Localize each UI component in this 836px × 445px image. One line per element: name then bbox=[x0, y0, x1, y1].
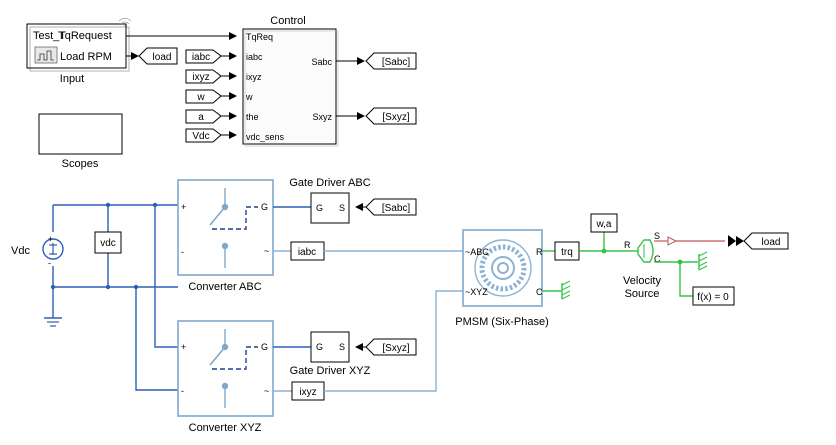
scopes-label: Scopes bbox=[62, 158, 99, 170]
control-block[interactable]: Control TqReq iabc ixyz w the vdc_sens S… bbox=[242, 15, 339, 147]
scopes-block[interactable]: Scopes bbox=[38, 113, 123, 170]
dc-bus-bottom bbox=[52, 266, 178, 288]
switch-icon bbox=[209, 188, 258, 268]
svg-text:[Sabc]: [Sabc] bbox=[382, 57, 411, 68]
solver-configuration-block[interactable]: f(x) = 0 bbox=[692, 286, 735, 306]
svg-text:iabc: iabc bbox=[298, 247, 316, 258]
from-vdc[interactable]: Vdc bbox=[185, 128, 222, 143]
svg-text:[Sabc]: [Sabc] bbox=[382, 203, 411, 214]
mechanical-reference-icon bbox=[561, 280, 571, 300]
svg-text:Vdc: Vdc bbox=[192, 131, 209, 142]
svg-text:-: - bbox=[181, 247, 184, 257]
svg-text:+: + bbox=[48, 234, 53, 244]
input-block[interactable]: Test_T TqRequest Load RPM Input bbox=[26, 23, 130, 85]
svg-text:G: G bbox=[316, 203, 323, 213]
svg-text:load: load bbox=[762, 237, 781, 248]
iabc-current-sensor[interactable]: iabc bbox=[290, 241, 325, 261]
from-sxyz[interactable]: [Sxyz] bbox=[365, 338, 417, 356]
svg-text:[Sxyz]: [Sxyz] bbox=[382, 112, 409, 123]
from-w[interactable]: w bbox=[185, 89, 222, 104]
svg-text:G: G bbox=[316, 342, 323, 352]
svg-text:~ABC: ~ABC bbox=[465, 247, 489, 257]
velocity-source-label-1: Velocity bbox=[623, 275, 661, 287]
electrical-ground-icon bbox=[44, 317, 62, 327]
svg-text:-: - bbox=[181, 386, 184, 396]
svg-text:load: load bbox=[153, 52, 172, 63]
switch-icon bbox=[209, 329, 258, 408]
mechanical-reference-icon bbox=[698, 251, 708, 271]
svg-text:C: C bbox=[654, 254, 661, 264]
dc-voltage-source[interactable]: + - Vdc bbox=[11, 234, 64, 268]
from-load[interactable]: load bbox=[728, 232, 789, 250]
control-in-vdc-sens: vdc_sens bbox=[246, 132, 285, 142]
from-ixyz[interactable]: ixyz bbox=[185, 69, 222, 84]
gate-driver-abc-block[interactable]: G S Gate Driver ABC bbox=[289, 177, 371, 224]
svg-text:[Sxyz]: [Sxyz] bbox=[382, 343, 409, 354]
control-in-ixyz: ixyz bbox=[246, 72, 262, 82]
gate-driver-xyz-block[interactable]: G S Gate Driver XYZ bbox=[290, 331, 371, 377]
control-in-the: the bbox=[246, 112, 259, 122]
svg-text:R: R bbox=[624, 240, 631, 250]
svg-text:S: S bbox=[339, 342, 345, 352]
gate-driver-abc-label: Gate Driver ABC bbox=[289, 177, 370, 189]
from-iabc[interactable]: iabc bbox=[185, 49, 222, 64]
converter-xyz-label: Converter XYZ bbox=[189, 422, 262, 434]
svg-text:R: R bbox=[536, 247, 543, 257]
svg-text:ixyz: ixyz bbox=[299, 387, 316, 398]
svg-text:trq: trq bbox=[561, 247, 573, 258]
goto-sxyz[interactable]: [Sxyz] bbox=[365, 107, 417, 125]
svg-text:~XYZ: ~XYZ bbox=[465, 287, 488, 297]
svg-text:S: S bbox=[654, 231, 660, 241]
svg-text:~: ~ bbox=[264, 386, 269, 396]
svg-text:~: ~ bbox=[264, 246, 269, 256]
svg-text:+: + bbox=[181, 202, 186, 212]
svg-text:S: S bbox=[339, 203, 345, 213]
control-title: Control bbox=[270, 15, 305, 27]
input-overlay-text: Test_T bbox=[33, 30, 66, 42]
vdc-voltage-sensor[interactable]: vdc bbox=[94, 231, 122, 254]
ixyz-current-sensor[interactable]: ixyz bbox=[291, 381, 325, 401]
pmsm-label: PMSM (Six-Phase) bbox=[455, 316, 549, 328]
converter-abc-block[interactable]: + - G ~ Converter ABC bbox=[177, 179, 274, 293]
svg-text:w: w bbox=[196, 92, 205, 103]
svg-text:vdc: vdc bbox=[100, 238, 116, 249]
motor-icon bbox=[474, 239, 532, 297]
wifi-icon bbox=[118, 17, 132, 27]
svg-text:G: G bbox=[261, 202, 268, 212]
trq-torque-sensor[interactable]: trq bbox=[554, 241, 580, 261]
svg-text:w,a: w,a bbox=[595, 219, 611, 230]
input-block-label: Input bbox=[60, 73, 84, 85]
from-sabc[interactable]: [Sabc] bbox=[365, 198, 417, 216]
from-a[interactable]: a bbox=[185, 109, 222, 124]
converter-xyz-block[interactable]: + - G ~ Converter XYZ bbox=[177, 320, 274, 434]
signal-builder-icon bbox=[34, 46, 58, 64]
control-in-iabc: iabc bbox=[246, 52, 263, 62]
dc-source-label: Vdc bbox=[11, 245, 30, 257]
control-in-tqreq: TqReq bbox=[246, 32, 273, 42]
goto-sabc[interactable]: [Sabc] bbox=[365, 52, 417, 70]
goto-load[interactable]: load bbox=[138, 47, 178, 65]
control-out-sxyz: Sxyz bbox=[312, 112, 332, 122]
gate-driver-xyz-label: Gate Driver XYZ bbox=[290, 365, 371, 377]
svg-text:+: + bbox=[181, 342, 186, 352]
svg-text:iabc: iabc bbox=[192, 52, 210, 63]
w-a-motion-sensor[interactable]: w,a bbox=[590, 213, 618, 233]
svg-text:a: a bbox=[198, 112, 204, 123]
svg-text:f(x) = 0: f(x) = 0 bbox=[697, 292, 729, 303]
svg-text:-: - bbox=[48, 258, 51, 268]
control-in-w: w bbox=[245, 92, 253, 102]
control-out-sabc: Sabc bbox=[311, 57, 332, 67]
velocity-source-label-2: Source bbox=[625, 288, 660, 300]
pmsm-six-phase-block[interactable]: ~ABC ~XYZ R C PMSM (Six-Phase) bbox=[455, 229, 549, 328]
input-port-tqreq: TqRequest bbox=[58, 30, 112, 42]
svg-text:C: C bbox=[536, 287, 543, 297]
velocity-source-block[interactable]: S R C Velocity Source bbox=[623, 231, 661, 300]
svg-text:G: G bbox=[261, 342, 268, 352]
input-port-load: Load RPM bbox=[60, 51, 112, 63]
svg-text:ixyz: ixyz bbox=[192, 72, 209, 83]
converter-abc-label: Converter ABC bbox=[188, 281, 261, 293]
